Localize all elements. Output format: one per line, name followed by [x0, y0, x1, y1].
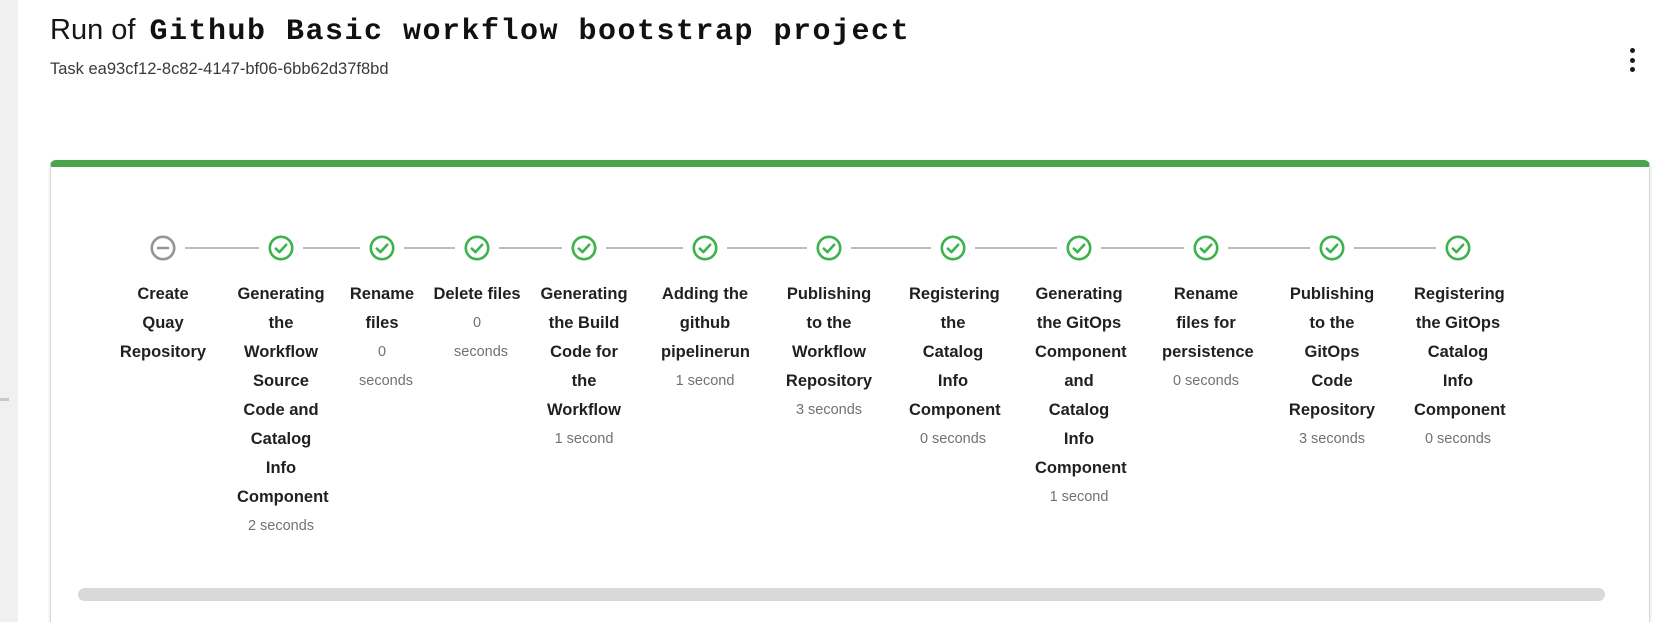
workflow-step-rename-files: Rename files 0 seconds	[335, 235, 429, 541]
step-connector	[185, 247, 227, 249]
step-label: Create Quay Repository	[119, 285, 207, 361]
step-connector	[975, 247, 1015, 249]
step-duration: 1 second	[675, 373, 735, 389]
workflow-step-registering-gitops-catalog: Registering the GitOps Catalog Info Comp…	[1395, 235, 1521, 541]
step-connector	[1269, 247, 1310, 249]
step-connector	[404, 247, 429, 249]
step-connector	[891, 247, 931, 249]
task-id: Task ea93cf12-8c82-4147-bf06-6bb62d37f8b…	[50, 60, 389, 78]
minus-circle-icon	[150, 235, 176, 261]
step-label: Publishing to the Workflow Repository	[785, 285, 873, 390]
check-circle-icon	[1193, 235, 1219, 261]
step-connector	[851, 247, 891, 249]
left-gutter-divider	[0, 398, 9, 401]
step-connector	[99, 247, 141, 249]
step-connector	[1101, 247, 1143, 249]
horizontal-scrollbar-thumb[interactable]	[78, 588, 1605, 601]
workflow-step-publishing-workflow-repository: Publishing to the Workflow Repository 3 …	[767, 235, 891, 541]
step-connector	[335, 247, 360, 249]
step-connector	[227, 247, 259, 249]
workflow-step-registering-catalog-info: Registering the Catalog Info Component 0…	[891, 235, 1015, 541]
step-label: Registering the GitOps Catalog Info Comp…	[1414, 285, 1506, 419]
step-connector	[1354, 247, 1395, 249]
workflow-stepper: Create Quay Repository Generating the Wo…	[51, 167, 1649, 541]
workflow-name: Github Basic workflow bootstrap project	[149, 15, 911, 49]
step-connector	[643, 247, 683, 249]
step-connector	[727, 247, 767, 249]
step-duration: 3 seconds	[1298, 431, 1366, 447]
step-label: Rename files for persistence	[1162, 285, 1254, 361]
step-label: Delete files	[433, 285, 521, 303]
check-circle-icon	[268, 235, 294, 261]
step-label: Registering the Catalog Info Component	[909, 285, 1001, 419]
step-connector	[499, 247, 525, 249]
workflow-step-generating-build-code: Generating the Build Code for the Workfl…	[525, 235, 643, 541]
workflow-step-create-quay-repository: Create Quay Repository	[99, 235, 227, 541]
workflow-step-publishing-gitops-code: Publishing to the GitOps Code Repository…	[1269, 235, 1395, 541]
vertical-ellipsis-icon	[1629, 48, 1635, 53]
workflow-step-adding-github-pipelinerun: Adding the github pipelinerun 1 second	[643, 235, 767, 541]
run-of-prefix: Run of	[50, 14, 136, 46]
check-circle-icon	[1319, 235, 1345, 261]
check-circle-icon	[816, 235, 842, 261]
step-connector	[429, 247, 455, 249]
step-label: Generating the Build Code for the Workfl…	[540, 285, 628, 419]
check-circle-icon	[369, 235, 395, 261]
kebab-menu-button[interactable]	[1618, 40, 1646, 80]
step-duration: 1 second	[1049, 489, 1109, 505]
step-connector	[606, 247, 643, 249]
check-circle-icon	[1445, 235, 1471, 261]
step-label: Publishing to the GitOps Code Repository	[1288, 285, 1376, 419]
workflow-step-generating-gitops-component: Generating the GitOps Component and Cata…	[1015, 235, 1143, 541]
step-duration: 0 seconds	[1172, 373, 1240, 389]
step-connector	[1143, 247, 1184, 249]
workflow-progress-card: Create Quay Repository Generating the Wo…	[50, 160, 1650, 622]
check-circle-icon	[571, 235, 597, 261]
step-duration: 0 seconds	[1424, 431, 1492, 447]
step-label: Rename files	[349, 285, 415, 332]
step-connector	[303, 247, 335, 249]
check-circle-icon	[940, 235, 966, 261]
step-connector	[767, 247, 807, 249]
step-duration: 0 seconds	[359, 344, 414, 389]
step-duration: 0 seconds	[919, 431, 987, 447]
step-connector	[1015, 247, 1057, 249]
step-label: Generating the GitOps Component and Cata…	[1035, 285, 1127, 477]
step-duration: 2 seconds	[247, 518, 315, 534]
step-label: Adding the github pipelinerun	[661, 285, 750, 361]
step-connector	[1395, 247, 1436, 249]
step-connector	[1228, 247, 1269, 249]
page-title: Run of Github Basic workflow bootstrap p…	[50, 14, 910, 49]
step-connector	[1480, 247, 1521, 249]
step-connector	[525, 247, 562, 249]
workflow-step-delete-files: Delete files 0 seconds	[429, 235, 525, 541]
step-duration: 0 seconds	[454, 315, 509, 360]
step-duration: 1 second	[554, 431, 614, 447]
page-header: Run of Github Basic workflow bootstrap p…	[50, 14, 910, 79]
check-circle-icon	[692, 235, 718, 261]
page-left-gutter	[0, 0, 18, 622]
workflow-step-generating-workflow-source: Generating the Workflow Source Code and …	[227, 235, 335, 541]
check-circle-icon	[464, 235, 490, 261]
check-circle-icon	[1066, 235, 1092, 261]
workflow-step-rename-files-persistence: Rename files for persistence 0 seconds	[1143, 235, 1269, 541]
step-duration: 3 seconds	[795, 402, 863, 418]
step-label: Generating the Workflow Source Code and …	[237, 285, 329, 506]
